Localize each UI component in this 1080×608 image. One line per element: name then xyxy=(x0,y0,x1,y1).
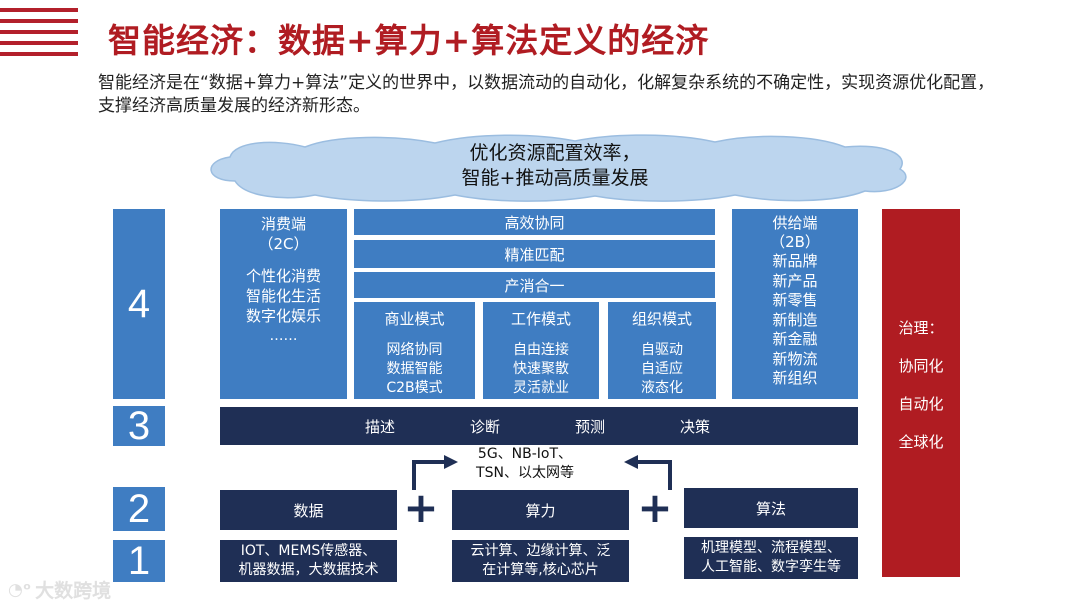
network-line-1: 5G、NB-IoT、 xyxy=(477,446,573,462)
detail-line: 在计算等,核心芯片 xyxy=(482,562,599,578)
supplier-code: （2B） xyxy=(770,233,820,251)
detail-algorithm: 机理模型、流程模型、 人工智能、数字孪生等 xyxy=(684,537,858,579)
watermark: ◔ᵒ 大数跨境 xyxy=(8,576,111,603)
step-diagnose: 诊断 xyxy=(470,417,501,436)
cloud-line-1: 优化资源配置效率， xyxy=(469,142,641,164)
supplier-item: 新制造 xyxy=(772,310,818,329)
mode-item: 快速聚散 xyxy=(513,361,569,377)
detail-line: 机理模型、流程模型、 xyxy=(701,540,841,556)
detail-compute: 云计算、边缘计算、泛 在计算等,核心芯片 xyxy=(452,540,629,582)
mode-organization: 组织模式 自驱动 自适应 液态化 xyxy=(608,302,716,399)
detail-line: 人工智能、数字孪生等 xyxy=(701,559,841,575)
supplier-item: 新产品 xyxy=(772,271,818,290)
left-elbow-arrow-icon xyxy=(412,455,458,490)
mode-title: 组织模式 xyxy=(631,310,692,328)
detail-line: IOT、MEMS传感器、 xyxy=(240,543,377,559)
consumer-item: 个性化消费 xyxy=(245,267,321,285)
mode-item: C2B模式 xyxy=(386,380,443,396)
supplier-title: 供给端 xyxy=(772,214,818,232)
pillar-compute: 算力 xyxy=(452,490,629,530)
pillar-data: 数据 xyxy=(220,490,397,530)
plus-icon: + xyxy=(637,483,673,532)
supplier-item: 新物流 xyxy=(772,349,818,368)
consumer-block: 消费端 （2C） 个性化消费 智能化生活 数字化娱乐 …… xyxy=(220,209,347,399)
mode-item: 自驱动 xyxy=(641,342,683,358)
cloud-line-2: 智能+推动高质量发展 xyxy=(461,167,649,189)
mode-title: 工作模式 xyxy=(510,310,571,328)
level-4-label: 4 xyxy=(113,209,165,399)
level-3-bar: 描述 诊断 预测 决策 xyxy=(220,407,858,445)
governance-title: 治理： xyxy=(898,319,944,337)
bar-precise-matching: 精准匹配 xyxy=(354,240,715,268)
page-title: 智能经济：数据+算力+算法定义的经济 xyxy=(108,21,710,60)
supplier-item: 新品牌 xyxy=(772,252,818,270)
bar-efficient-collaboration: 高效协同 xyxy=(354,209,715,235)
governance-item: 全球化 xyxy=(898,433,944,451)
supplier-block: 供给端 （2B） 新品牌 新产品 新零售 新制造 新金融 新物流 新组织 …… xyxy=(732,209,858,405)
cloud-text: 优化资源配置效率， 智能+推动高质量发展 xyxy=(300,141,810,191)
consumer-item: 数字化娱乐 xyxy=(245,307,321,325)
supplier-item: 新组织 xyxy=(772,369,818,387)
mode-title: 商业模式 xyxy=(384,310,445,328)
supplier-item: 新金融 xyxy=(772,330,818,348)
consumer-code: （2C） xyxy=(258,235,309,253)
governance-item: 协同化 xyxy=(898,357,944,375)
cloud-shape xyxy=(210,134,907,202)
detail-line: 机器数据，大数据技术 xyxy=(238,562,379,578)
level-3-label: 3 xyxy=(113,404,165,448)
supplier-item: 新零售 xyxy=(772,291,818,309)
mode-item: 灵活就业 xyxy=(513,380,569,396)
consumer-title: 消费端 xyxy=(260,215,306,233)
consumer-item: 智能化生活 xyxy=(245,287,321,305)
mode-business: 商业模式 网络协同 数据智能 C2B模式 xyxy=(354,302,475,399)
plus-icon: + xyxy=(403,483,439,532)
mode-work: 工作模式 自由连接 快速聚散 灵活就业 xyxy=(483,302,599,399)
right-elbow-arrow-icon xyxy=(624,455,672,490)
page-subtitle: 智能经济是在“数据+算力+算法”定义的世界中，以数据流动的自动化，化解复杂系统的… xyxy=(98,73,995,116)
step-predict: 预测 xyxy=(575,417,606,436)
network-text: 5G、NB-IoT、 TSN、以太网等 xyxy=(455,445,595,483)
pillar-algorithm: 算法 xyxy=(684,488,858,528)
mode-item: 液态化 xyxy=(641,380,683,396)
mode-item: 自适应 xyxy=(641,361,683,377)
mode-item: 数据智能 xyxy=(386,361,443,377)
level-2-label: 2 xyxy=(113,487,165,531)
governance-panel: 治理： 协同化 自动化 全球化 xyxy=(882,209,960,577)
bar-prosumer: 产消合一 xyxy=(354,272,715,298)
watermark-logo-icon: ◔ᵒ xyxy=(8,579,32,600)
watermark-text: 大数跨境 xyxy=(35,580,112,602)
detail-data: IOT、MEMS传感器、 机器数据，大数据技术 xyxy=(220,540,397,582)
level-1-label: 1 xyxy=(113,539,165,583)
consumer-item: …… xyxy=(269,328,298,344)
supplier-item: …… xyxy=(782,389,808,405)
step-decide: 决策 xyxy=(680,417,711,436)
governance-item: 自动化 xyxy=(898,395,944,413)
network-line-2: TSN、以太网等 xyxy=(476,465,574,481)
mode-item: 自由连接 xyxy=(513,342,569,358)
detail-line: 云计算、边缘计算、泛 xyxy=(470,543,611,559)
mode-item: 网络协同 xyxy=(386,342,443,358)
step-describe: 描述 xyxy=(365,417,396,436)
